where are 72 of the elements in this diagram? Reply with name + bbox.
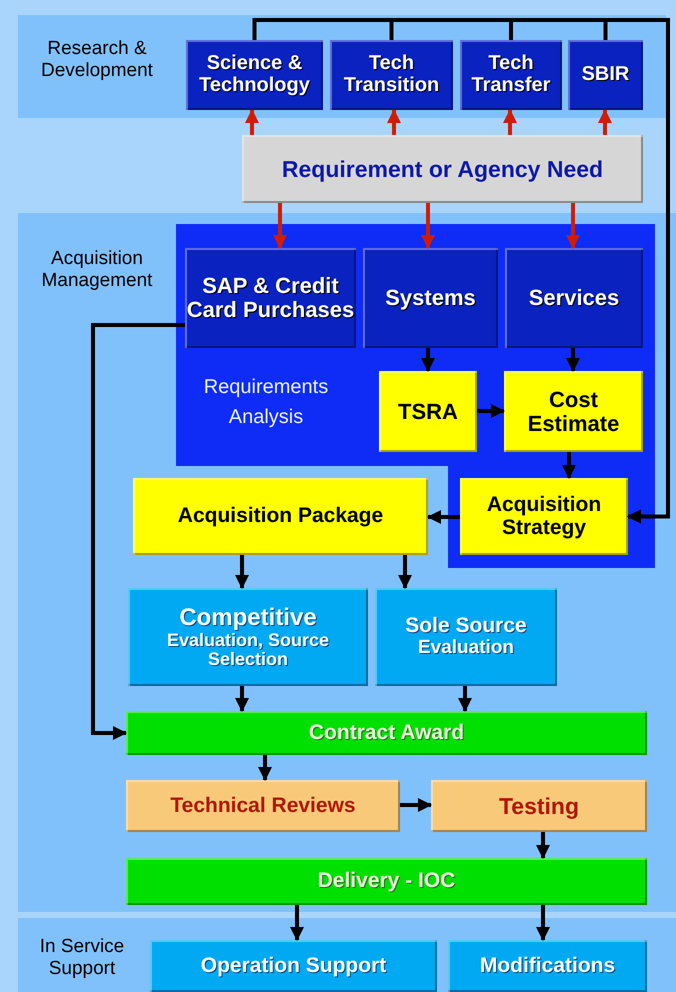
box-label: Operation Support <box>200 954 386 978</box>
process-box <box>126 858 647 905</box>
box-label: Competitive <box>179 604 317 631</box>
box-label: Tech Transition <box>342 53 440 97</box>
arrow <box>400 798 432 812</box>
arrow <box>536 905 550 941</box>
arrow <box>91 323 185 740</box>
arrow <box>398 555 412 589</box>
arrow <box>477 404 505 418</box>
process-box <box>375 588 557 686</box>
arrow <box>290 905 304 941</box>
arrow <box>235 686 249 712</box>
box-label: Delivery - IOC <box>318 870 456 893</box>
box-label: Modifications <box>480 954 616 978</box>
process-box <box>568 40 643 110</box>
box-label: Evaluation <box>418 638 514 659</box>
swimlane-band <box>18 15 666 118</box>
arrow <box>598 109 612 135</box>
box-label: Testing <box>498 794 580 818</box>
swimlane-band <box>18 918 676 992</box>
process-box <box>330 40 453 110</box>
arrow <box>245 109 259 135</box>
box-label: Sole Source <box>405 615 527 638</box>
process-box <box>133 478 428 555</box>
arrow <box>458 686 472 712</box>
box-label: SBIR <box>582 64 630 86</box>
box-label: Systems <box>385 286 476 310</box>
arrow <box>427 510 460 524</box>
box-label: Contract Award <box>308 722 464 744</box>
region-panel <box>176 224 655 466</box>
arrow <box>421 348 435 372</box>
arrow <box>387 109 401 135</box>
box-label: Evaluation, Source Selection <box>166 630 330 670</box>
box-label: Acquisition Strategy <box>486 494 602 540</box>
box-label: Acquisition Package <box>178 505 384 528</box>
process-box <box>448 940 647 992</box>
arrow <box>235 555 249 589</box>
swimlane-band <box>18 213 676 912</box>
process-box <box>460 40 562 110</box>
lane-label: In Service Support <box>38 936 126 980</box>
process-box <box>460 478 628 555</box>
arrow <box>562 452 576 479</box>
box-label: SAP & Credit Card Purchases <box>186 274 356 322</box>
process-box <box>363 248 498 348</box>
process-box <box>128 588 368 686</box>
arrow <box>536 832 550 859</box>
lane-label: Research & Development <box>40 38 154 82</box>
arrow <box>566 348 580 372</box>
process-box <box>431 780 647 832</box>
process-box <box>150 940 437 992</box>
process-box <box>186 40 323 110</box>
process-box <box>185 248 356 348</box>
box-label: Requirement or Agency Need <box>282 156 604 182</box>
arrow <box>421 203 435 249</box>
arrow <box>503 109 517 135</box>
process-box <box>242 135 643 203</box>
box-label: Cost Estimate <box>526 388 620 436</box>
box-label: Technical Reviews <box>170 794 356 818</box>
box-label: TSRA <box>398 400 458 424</box>
region-label: Requirements Analysis <box>202 375 330 430</box>
arrow <box>566 203 580 249</box>
process-box <box>505 248 643 348</box>
box-label: Services <box>528 286 620 310</box>
process-box <box>126 711 647 755</box>
arrow <box>258 755 272 781</box>
arrow <box>273 203 287 249</box>
box-label: Science & Technology <box>198 53 311 97</box>
process-box <box>379 371 477 452</box>
process-box <box>504 371 643 452</box>
lane-label: Acquisition Management <box>40 248 154 292</box>
process-box <box>126 780 400 832</box>
box-label: Tech Transfer <box>470 53 552 97</box>
